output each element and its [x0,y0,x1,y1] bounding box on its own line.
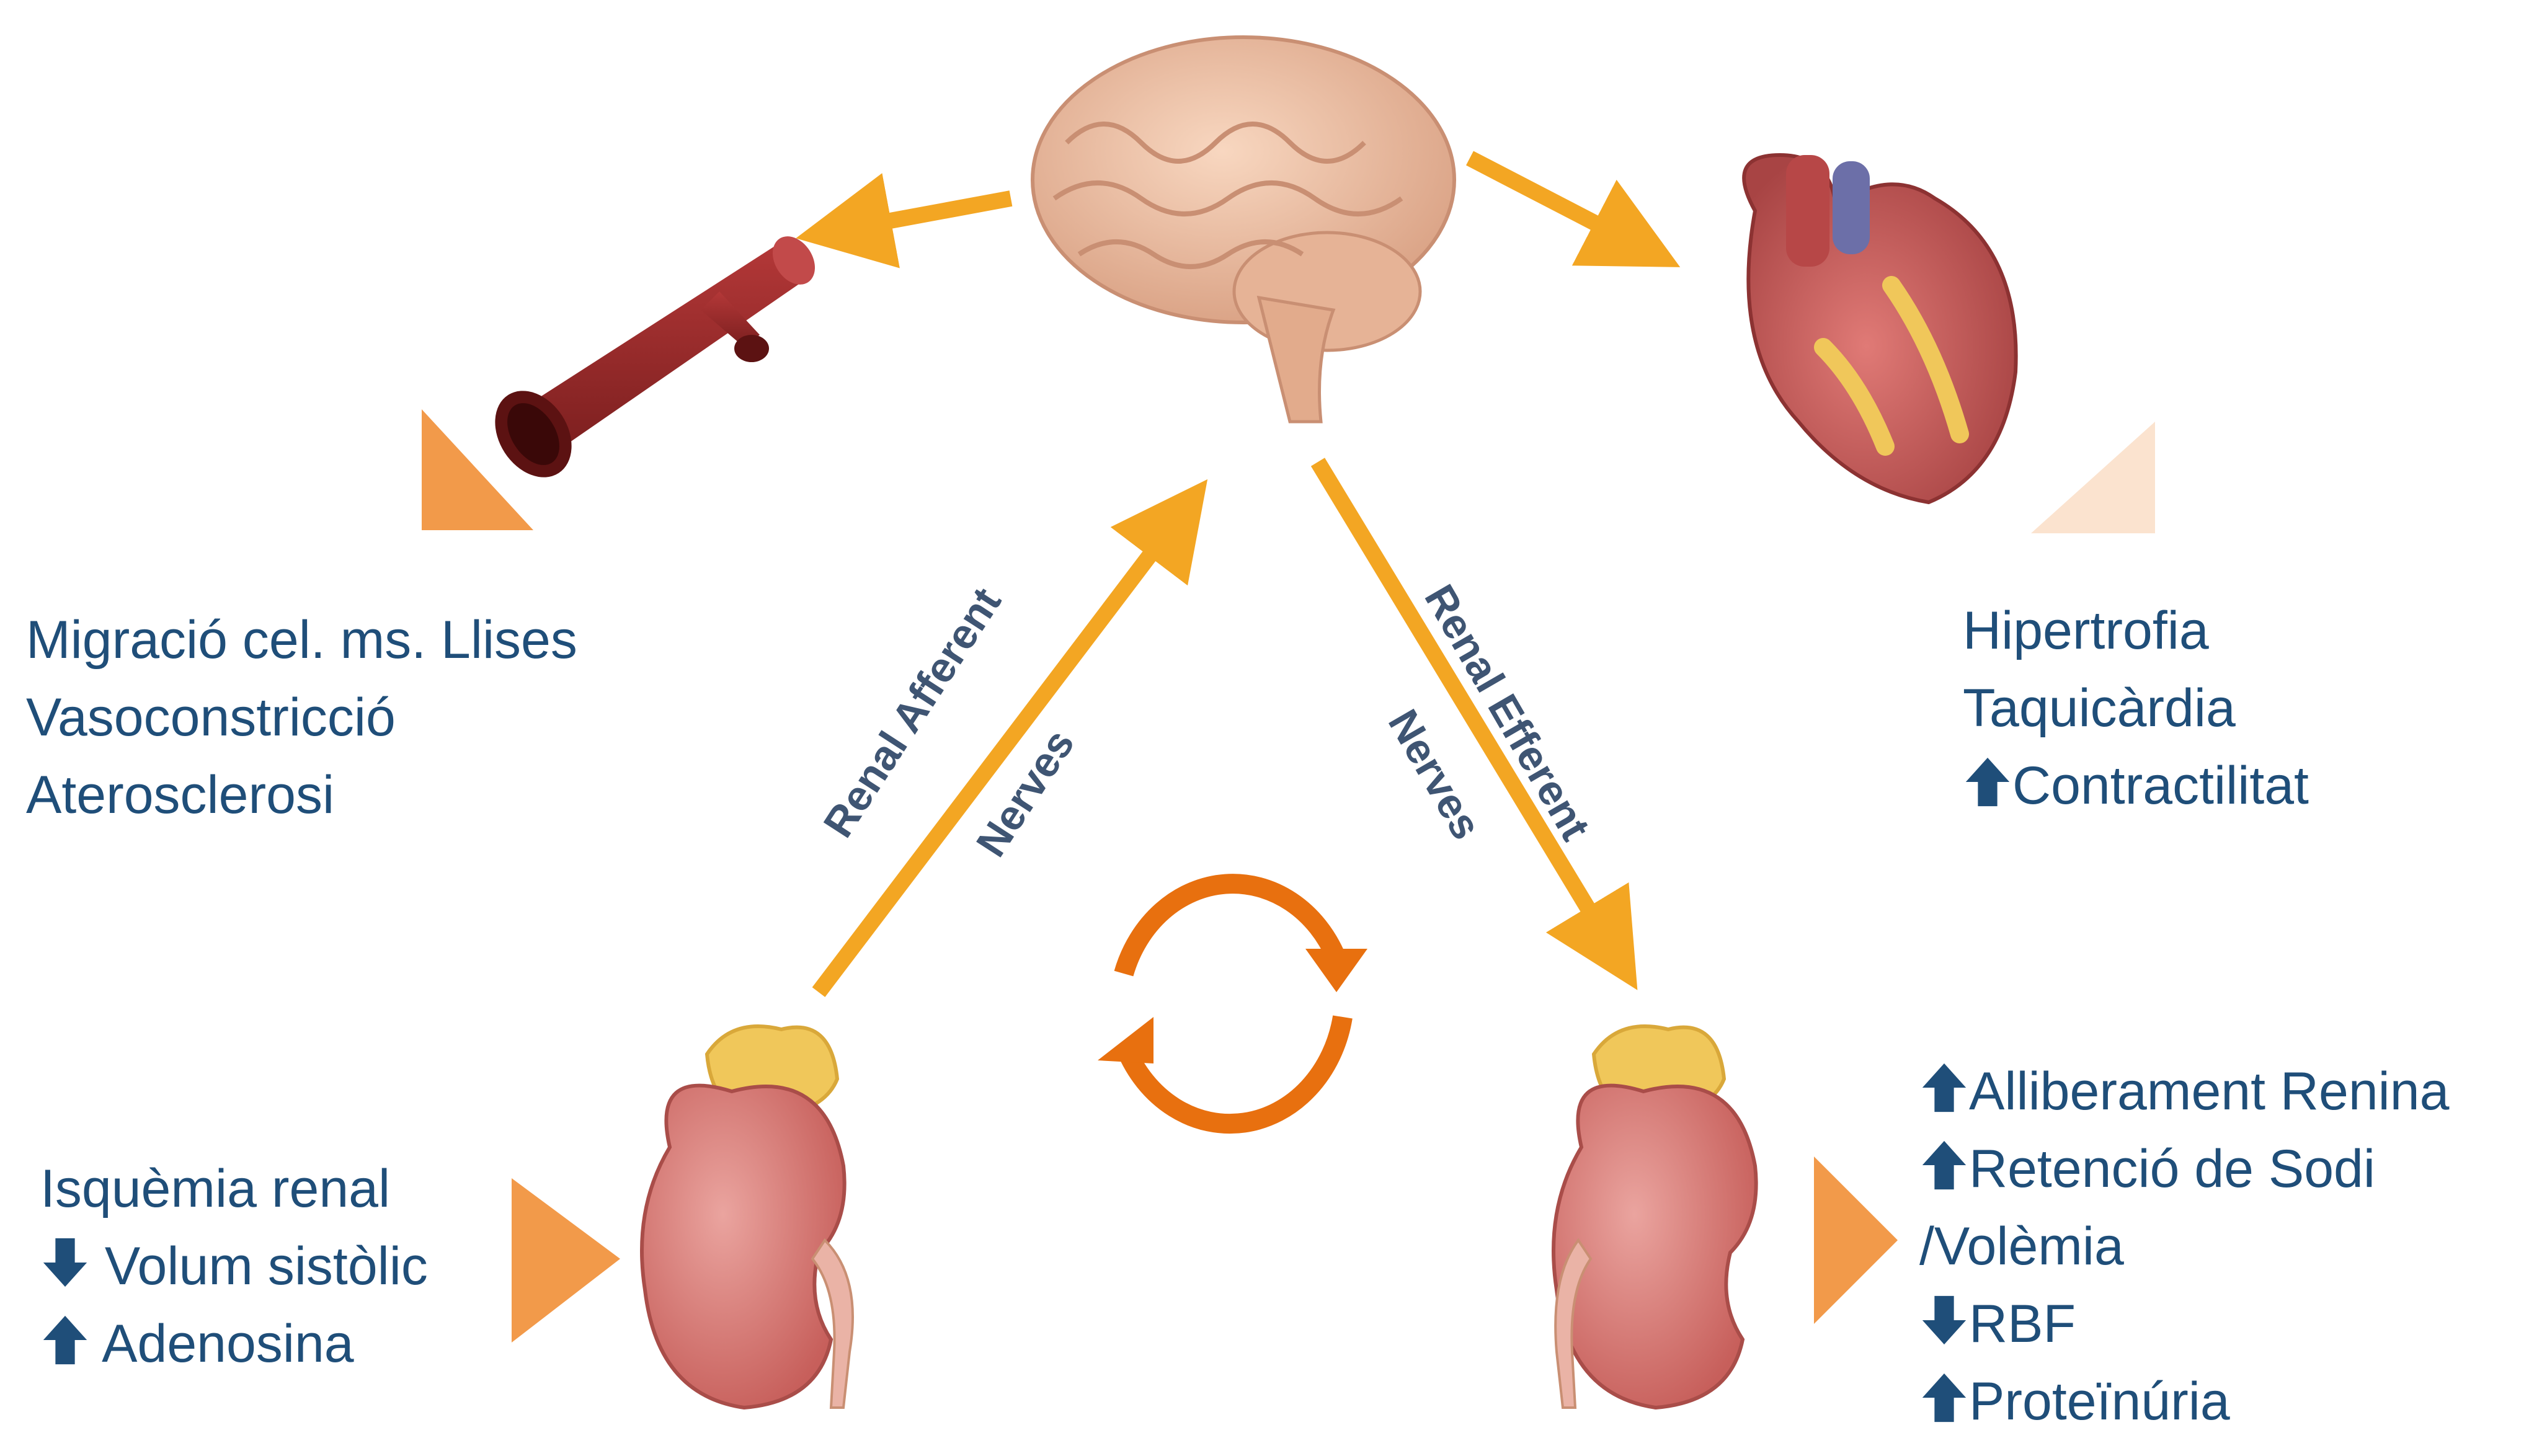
down-arrow-icon [40,1236,90,1289]
heart-effect-line: Taquicàrdia [1963,670,2309,747]
down-arrow-icon [1919,1294,1969,1347]
cycle-icon [1098,884,1367,1124]
up-arrow-icon [1963,755,2012,809]
kidney-effect-line: Alliberament Renina [1919,1053,2449,1130]
kidney-effect-line: Retenció de Sodi [1919,1130,2449,1208]
blood-vessel-icon [479,228,824,491]
vessel-effect-line: Migració cel. ms. Llises [26,601,577,679]
kidney-effect-text: Volum sistòlic [105,1236,428,1296]
kidney-effect-line: Volum sistòlic [40,1228,428,1305]
heart-icon [1744,155,2016,502]
kidney-effect-line: Proteïnúria [1919,1363,2449,1440]
up-arrow-icon [1919,1061,1969,1114]
vessel-effects: Migració cel. ms. Llises Vasoconstricció… [26,601,577,834]
heart-effect-line: Hipertrofia [1963,592,2309,670]
kidney-effect-line: /Volèmia [1919,1208,2449,1285]
up-arrow-icon [1919,1371,1969,1424]
right-kidney-effects: Alliberament Renina Retenció de Sodi /Vo… [1919,1053,2449,1440]
kidney-effect-text: Adenosina [102,1314,353,1374]
kidney-icon [1553,1026,1756,1408]
kidney-effect-text: Retenció de Sodi [1969,1139,2375,1199]
up-arrow-icon [1919,1139,1969,1192]
kidney-effect-line: RBF [1919,1285,2449,1363]
left-kidney-effects: Isquèmia renal Volum sistòlic Adenosina [40,1150,428,1383]
heart-effect-text: Contractilitat [2012,756,2309,815]
kidney-effect-text: RBF [1969,1294,2076,1354]
kidney-icon [642,1026,853,1408]
heart-effects: Hipertrofia Taquicàrdia Contractilitat [1963,592,2309,825]
brain-icon [1033,37,1454,422]
kidney-effect-text: Alliberament Renina [1969,1062,2449,1121]
heart-effect-line: Contractilitat [1963,747,2309,825]
kidney-effect-line: Adenosina [40,1305,428,1383]
vessel-effect-line: Aterosclerosi [26,757,577,834]
up-arrow-icon [40,1313,90,1367]
kidney-effect-text: Proteïnúria [1969,1372,2230,1431]
vessel-effect-line: Vasoconstricció [26,679,577,757]
kidney-effect-line: Isquèmia renal [40,1150,428,1228]
